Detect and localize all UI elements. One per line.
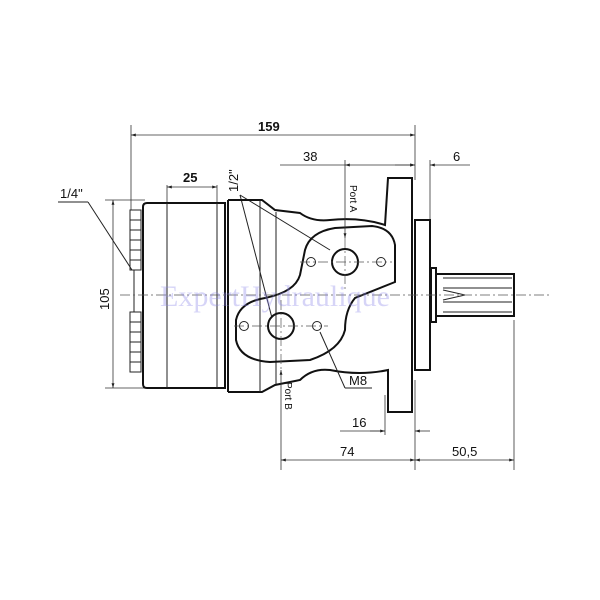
dim-38-label: 38	[303, 149, 317, 164]
port-b-label: Port B	[282, 382, 293, 410]
callout-drain-port: 1/4"	[58, 186, 133, 271]
drain-port-label: 1/4"	[60, 186, 83, 201]
bolt-thread-label: M8	[349, 373, 367, 388]
rear-bolt-heads	[129, 209, 142, 373]
port-a-label: Port A	[347, 185, 358, 213]
dim-16-label: 16	[352, 415, 366, 430]
callout-port-b: Port B	[279, 300, 293, 470]
dim-flange-thickness: 16	[340, 395, 430, 435]
dim-105-label: 105	[97, 288, 112, 310]
dim-port-a-offset: 38	[280, 149, 415, 167]
dim-50-5-label: 50,5	[452, 444, 477, 459]
dim-bottom-chain: 74 50,5	[281, 320, 515, 470]
dim-74-label: 74	[340, 444, 354, 459]
dim-6-label: 6	[453, 149, 460, 164]
callout-bolt-thread: M8	[319, 331, 372, 389]
dim-rear-cover: 25	[166, 170, 218, 205]
dim-height: 105	[97, 199, 145, 389]
main-ports-label: 1/2"	[226, 169, 241, 192]
callout-port-a: Port A	[343, 160, 358, 290]
dim-overall-length: 159	[130, 119, 416, 210]
dim-159-label: 159	[258, 119, 280, 134]
dim-25-label: 25	[183, 170, 197, 185]
dim-flange-pilot: 6	[395, 149, 470, 240]
watermark: ExpertHydraulique	[160, 280, 390, 313]
